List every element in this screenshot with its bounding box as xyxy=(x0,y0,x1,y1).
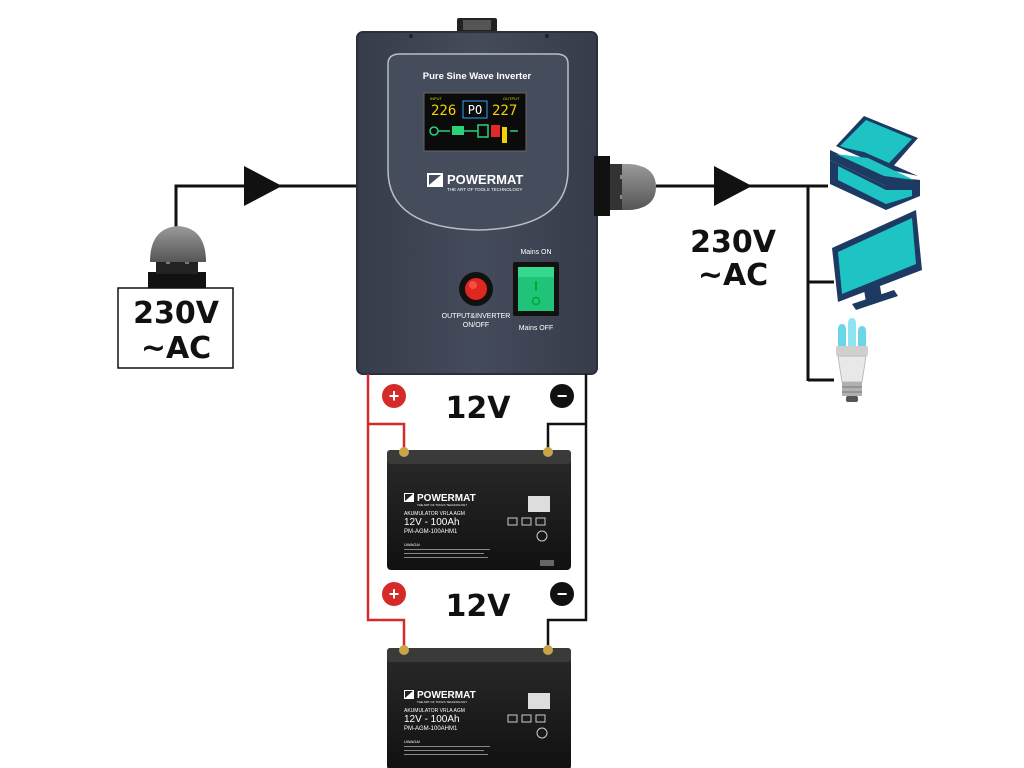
battery-model: PM-AGM-100AHM1 xyxy=(404,726,458,732)
battery-rating: 12V - 100Ah xyxy=(404,714,460,725)
battery-tagline: THE ART OF TOOLS TECHNOLOGY xyxy=(417,700,467,704)
battery-link-voltage: 12V xyxy=(446,589,512,624)
lcd-flow-icons xyxy=(429,124,518,143)
power-button-label-2: ON/OFF xyxy=(463,322,489,329)
lcd-input-tag: INPUT xyxy=(430,96,443,101)
mains-off-label: Mains OFF xyxy=(519,325,554,332)
negative-wire xyxy=(546,374,588,650)
battery-brand: POWERMAT xyxy=(417,690,476,701)
input-voltage-label: 230V xyxy=(133,296,220,331)
battery-type: AKUMULATOR VRLA AGM xyxy=(404,511,465,517)
monitor-icon xyxy=(832,210,922,310)
inverter-title: Pure Sine Wave Inverter xyxy=(423,71,532,82)
negative-badge: − xyxy=(550,384,574,408)
positive-wire xyxy=(366,374,406,650)
output-voltage-label: 230V xyxy=(690,225,777,260)
input-arrow-icon xyxy=(244,166,282,206)
svg-text:+: + xyxy=(389,386,400,406)
battery-rating: 12V - 100Ah xyxy=(404,517,460,528)
positive-badge: + xyxy=(382,384,406,408)
input-plug-icon xyxy=(148,226,206,288)
svg-text:−: − xyxy=(557,584,568,604)
inverter-lcd: INPUT OUTPUT 226 PO 227 xyxy=(423,92,527,152)
input-voltage-box: 230V ~AC xyxy=(117,287,234,369)
battery-model: PM-AGM-100AHM1 xyxy=(404,529,458,535)
output-arrow-icon xyxy=(714,166,752,206)
battery-note: UWAGA! xyxy=(404,739,420,744)
battery: POWERMAT THE ART OF TOOLS TECHNOLOGY AKU… xyxy=(387,447,571,570)
inverter-power-button[interactable] xyxy=(459,272,493,306)
power-button-label-1: OUTPUT&INVERTER xyxy=(442,313,511,320)
inverter: Pure Sine Wave Inverter INPUT OUTPUT 226… xyxy=(356,18,598,375)
inverter-tagline: THE ART OF TOOLS TECHNOLOGY xyxy=(447,187,522,192)
positive-badge: + xyxy=(382,582,406,606)
battery-tagline: THE ART OF TOOLS TECHNOLOGY xyxy=(417,503,467,507)
input-type-label: ~AC xyxy=(141,331,211,366)
svg-text:+: + xyxy=(389,584,400,604)
mains-switch[interactable] xyxy=(513,262,559,316)
battery-type: AKUMULATOR VRLA AGM xyxy=(404,708,465,714)
laptop-icon xyxy=(830,116,920,210)
svg-text:−: − xyxy=(557,386,568,406)
inverter-brand: POWERMAT xyxy=(447,172,523,187)
battery-link-voltage: 12V xyxy=(446,391,512,426)
input-wire xyxy=(174,184,360,238)
lcd-output-value: 227 xyxy=(492,103,517,119)
battery-note: UWAGA! xyxy=(404,542,420,547)
lcd-mode: PO xyxy=(468,103,482,117)
battery-brand: POWERMAT xyxy=(417,493,476,504)
bulb-icon xyxy=(836,318,868,402)
mains-on-label: Mains ON xyxy=(520,249,551,256)
output-socket-icon xyxy=(594,156,656,216)
output-type-label: ~AC xyxy=(698,258,768,293)
battery: POWERMAT THE ART OF TOOLS TECHNOLOGY AKU… xyxy=(387,645,571,768)
inverter-logo: POWERMAT THE ART OF TOOLS TECHNOLOGY xyxy=(427,172,523,192)
lcd-input-value: 226 xyxy=(431,103,456,119)
lcd-output-tag: OUTPUT xyxy=(503,96,520,101)
negative-badge: − xyxy=(550,582,574,606)
